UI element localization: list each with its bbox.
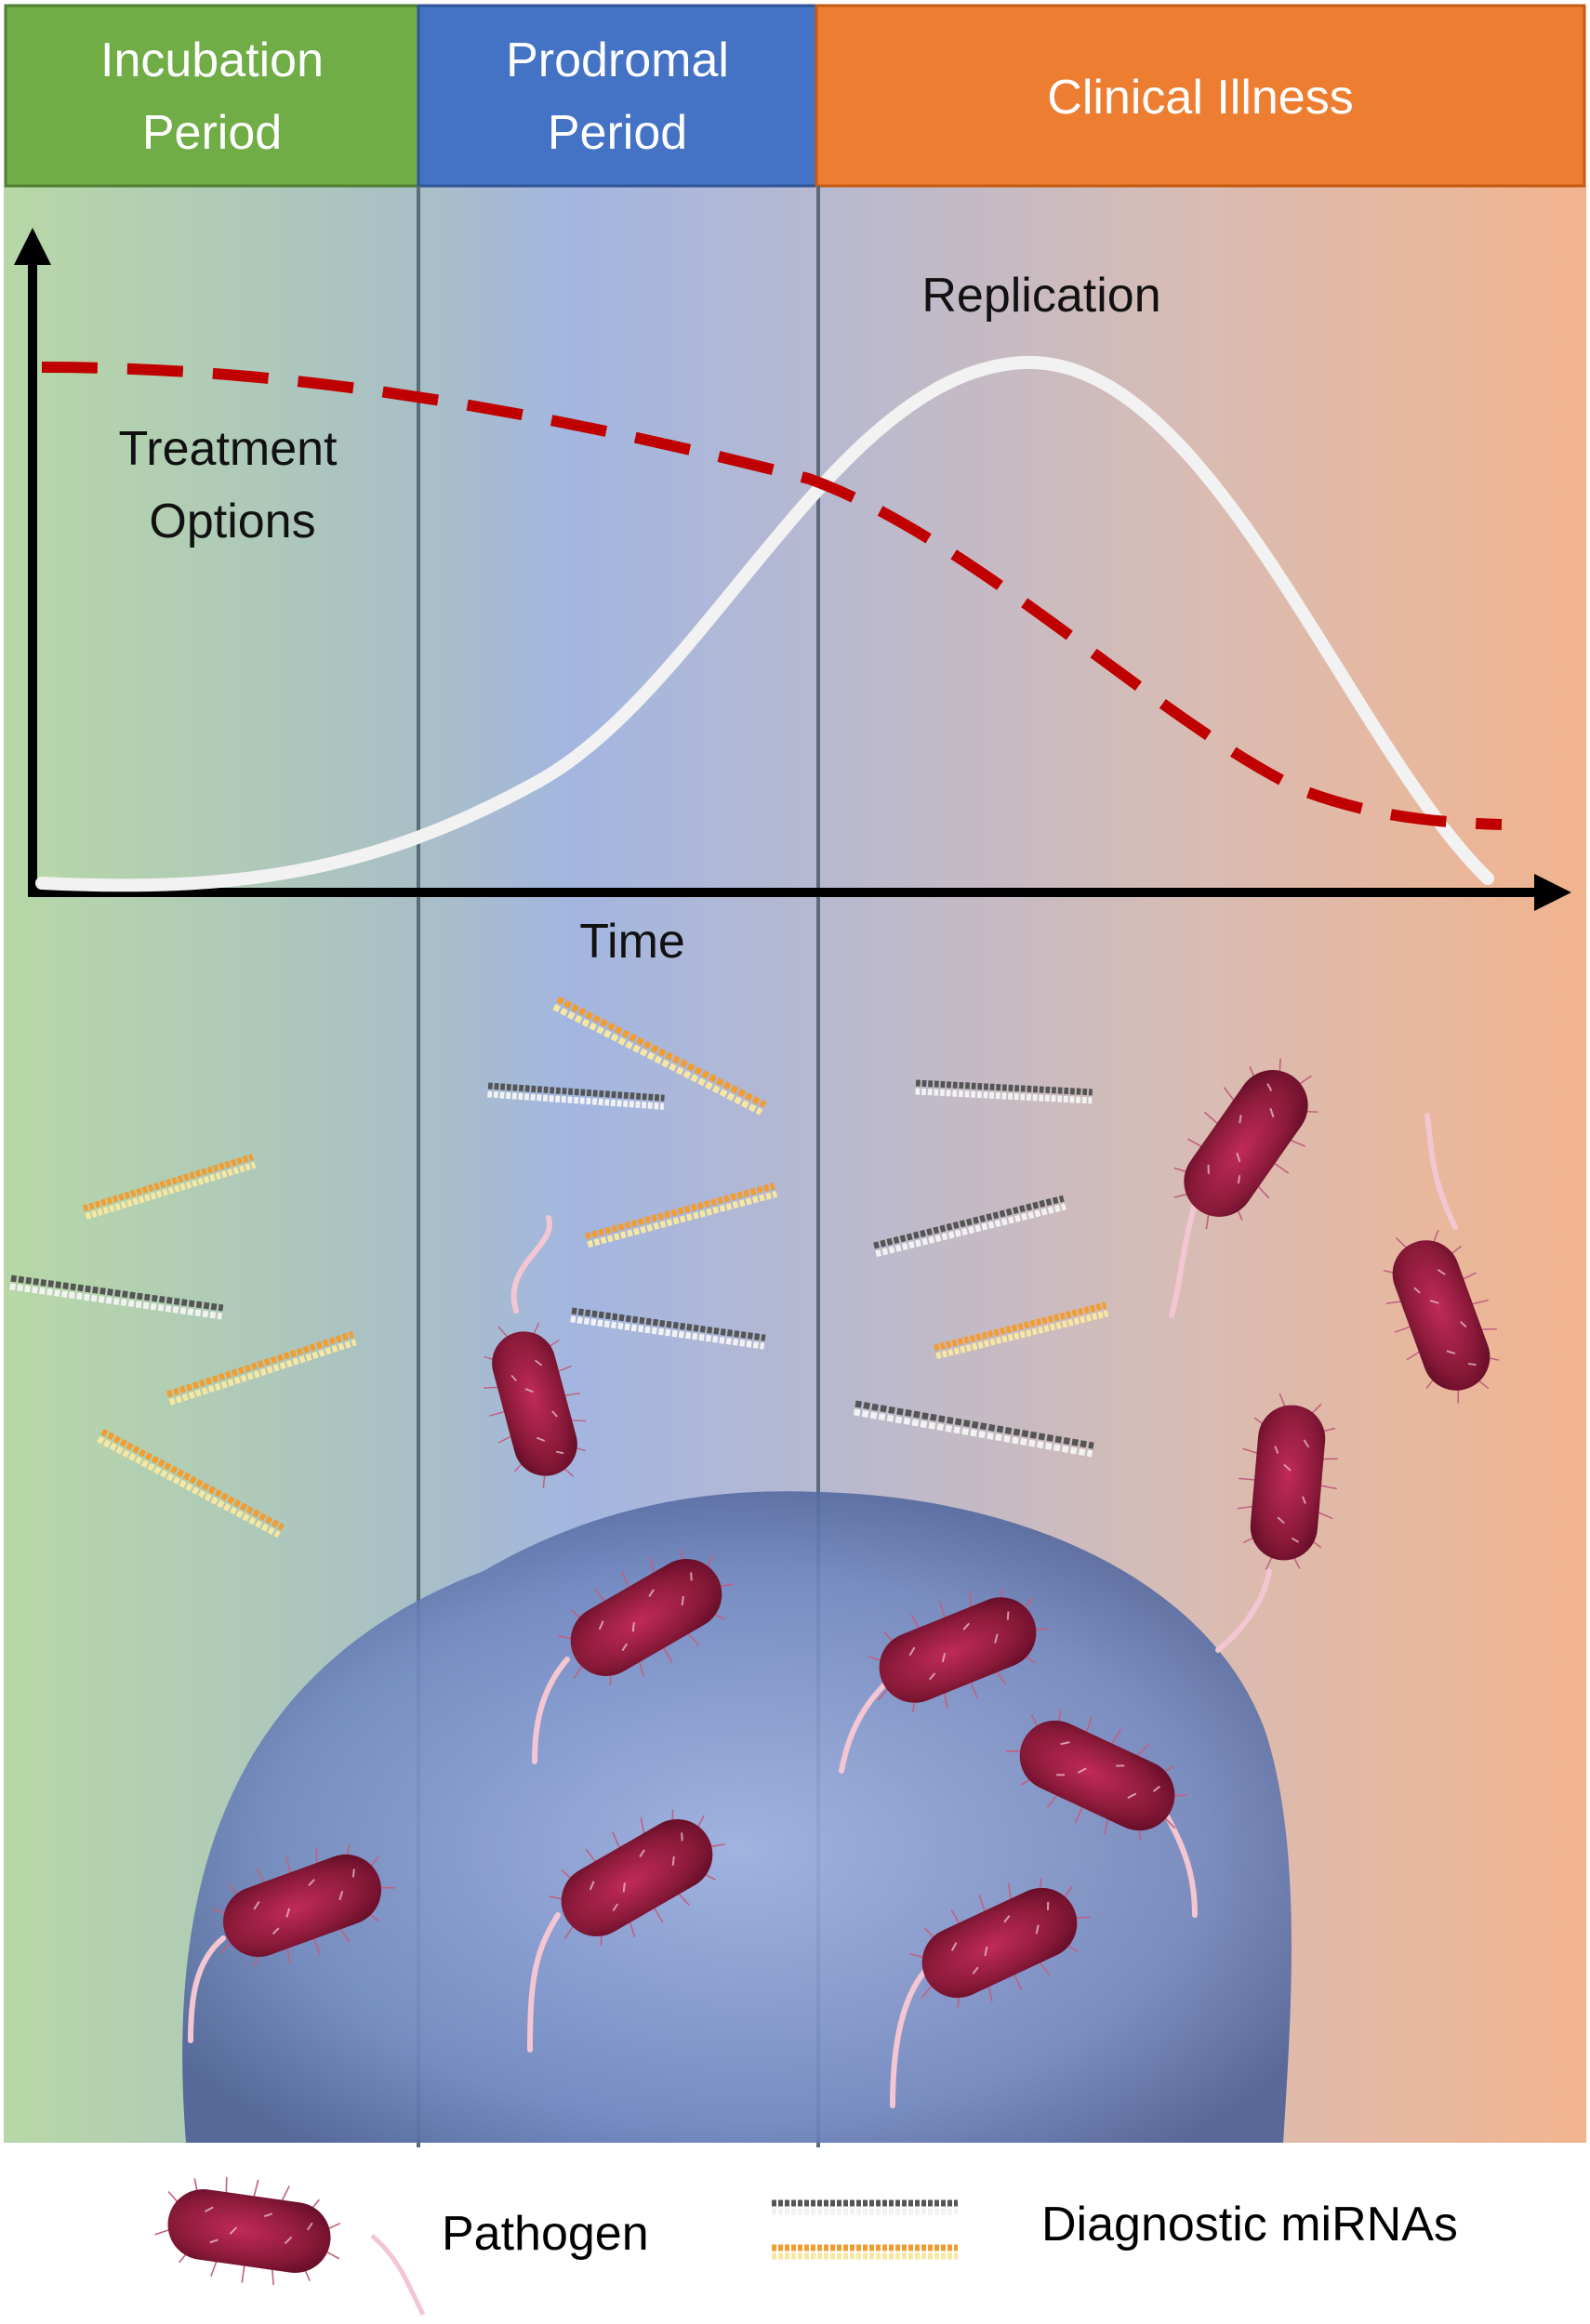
pathogen-group [185,1018,1547,2108]
header-clinical-label: Clinical Illness [1047,71,1353,125]
header-clinical-box [815,4,1586,188]
legend-mirna-orange-icon [772,2248,958,2256]
legend-pathogen-icon [149,2133,354,2297]
legend-mirna-gray-icon [772,2203,958,2212]
x-axis-label: Time [579,915,685,969]
legend-pathogen-label: Pathogen [442,2207,649,2261]
header-incubation-box [4,4,420,188]
header-prodromal-line1: Prodromal [506,33,729,87]
treatment-options-curve [41,362,1503,830]
header-prodromal-box [417,4,818,188]
series-label-treatment-line1: Treatment [118,422,338,476]
legend-mirna-label: Diagnostic miRNAs [1041,2198,1458,2251]
header-prodromal-line2: Period [548,106,687,160]
series-label-replication: Replication [921,269,1160,323]
stage-headers: Incubation Period Prodromal Period Clini… [4,4,1586,188]
header-incubation-line1: Incubation [100,33,324,87]
header-incubation-line2: Period [142,106,282,160]
series-label-treatment-line2: Options [149,495,315,548]
chart-axes [14,228,1571,911]
legend: Pathogen Diagnostic miRNAs [149,2133,1458,2317]
